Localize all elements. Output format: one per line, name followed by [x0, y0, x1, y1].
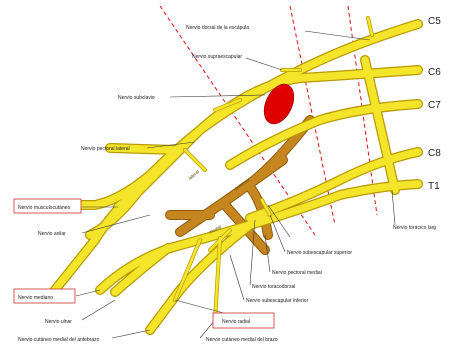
- label-subescapular-inferior: Nervio subescapular inferior: [246, 298, 309, 304]
- label-supraescapular: Nervio supraescapular: [192, 54, 242, 60]
- label-cutaneo-antebrazo: Nervio cutáneo medial del antebrazo: [18, 337, 100, 343]
- label-pectoral-medial: Nervio pectoral medial: [272, 270, 322, 276]
- root-label-c8: C8: [428, 148, 441, 159]
- label-mediano: Nervio mediano: [18, 295, 53, 301]
- label-pectoral-lateral: Nervio pectoral lateral: [81, 146, 130, 152]
- label-axilar: Nervio axilar: [38, 231, 66, 237]
- label-subclavio: Nervio subclavio: [118, 95, 155, 101]
- root-labels: C5 C6 C7 C8 T1: [428, 16, 441, 192]
- label-toracico-largo: Nervio torácico larg: [393, 225, 436, 231]
- plexus-nerves: [40, 18, 418, 330]
- root-label-c5: C5: [428, 16, 441, 27]
- label-radial: Nervio radial: [222, 319, 250, 325]
- label-subescapular-superior: Nervio subescapular superior: [287, 250, 352, 256]
- cord-label-lateral: lateral: [187, 168, 200, 180]
- label-cutaneo-brazo: Nervio cutáneo medial del brazo: [206, 337, 278, 343]
- label-toracodorsal: Nervio toracodorsal: [252, 284, 295, 290]
- root-label-c6: C6: [428, 67, 441, 78]
- root-label-t1: T1: [428, 181, 440, 192]
- label-ulnar: Nervio ulnar: [45, 319, 72, 325]
- root-label-c7: C7: [428, 100, 441, 111]
- label-dorsal-escapula: Nervio dorsal de la escápula: [186, 25, 249, 31]
- label-musculocutaneo: Nervio musculocutáneo: [18, 205, 70, 211]
